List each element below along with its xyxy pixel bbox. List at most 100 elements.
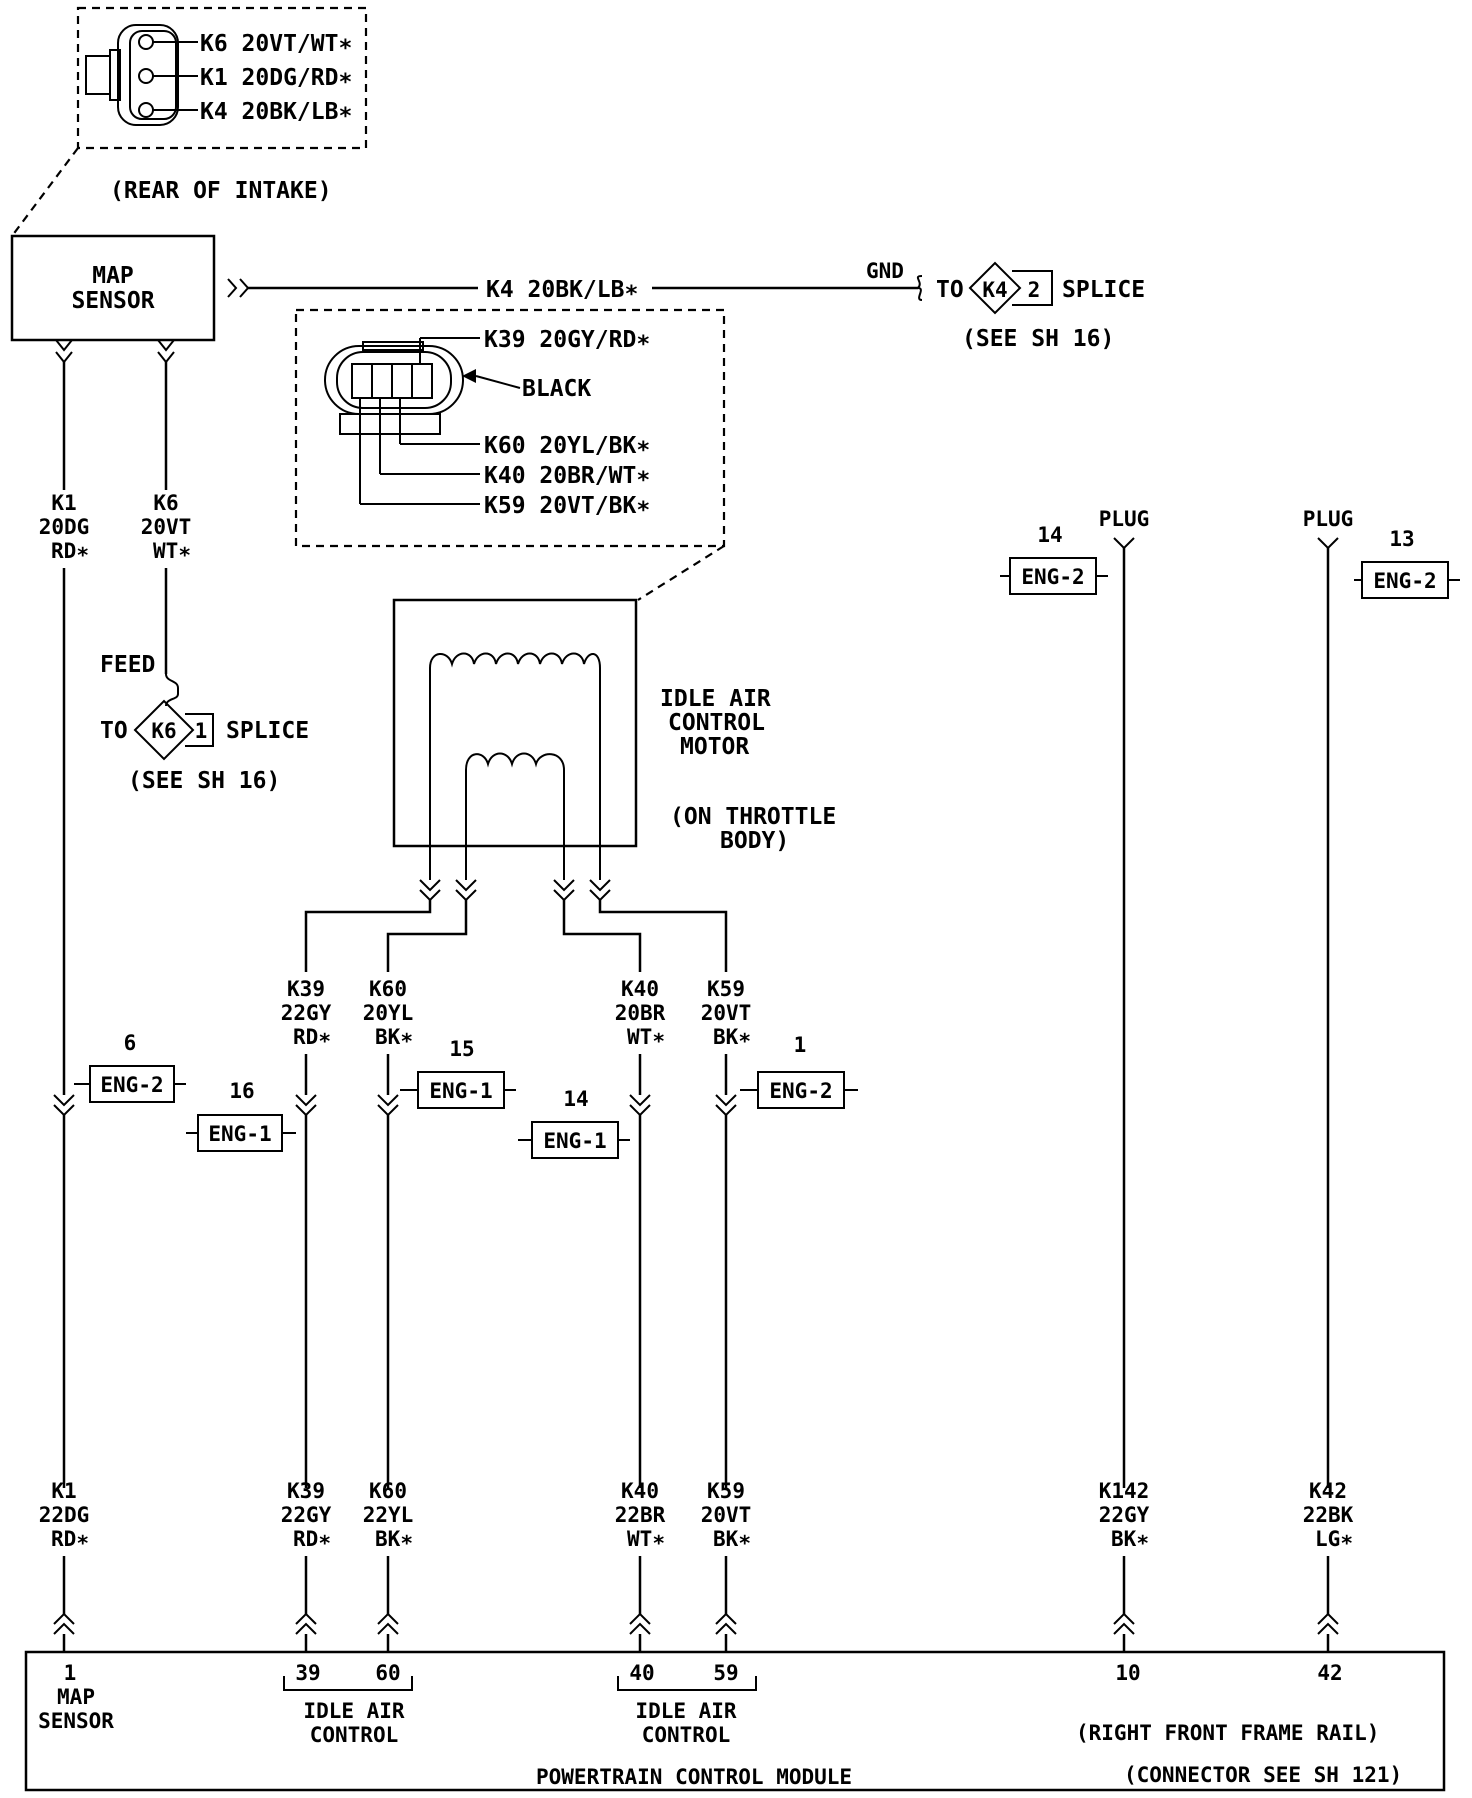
inline-connector-14-eng2: 14 ENG-2 [1000, 523, 1108, 595]
k59-lower-gauge: 20VT [701, 1503, 752, 1527]
k59-upper-gauge: 20VT [701, 1001, 752, 1025]
inline-connector-name: ENG-1 [208, 1122, 271, 1146]
inline-connector-name: ENG-1 [543, 1129, 606, 1153]
pcm-pin-60: 60 [375, 1661, 400, 1685]
map-sensor-label-2: SENSOR [71, 288, 154, 314]
pcm-wire-labels: K1 22DG RD∗ K39 22GY RD∗ K60 22YL BK∗ K4… [39, 1479, 1354, 1551]
k60-upper-gauge: 20YL [363, 1001, 414, 1025]
k40-lower-gauge: 22BR [615, 1503, 666, 1527]
feed-to-label: TO [100, 718, 128, 744]
pcm-location: (RIGHT FRONT FRAME RAIL) [1076, 1721, 1379, 1745]
k142-circuit: K142 [1099, 1479, 1150, 1503]
inline-connector-name: ENG-2 [769, 1079, 832, 1103]
map-pin-k6-label: K6 20VT/WT∗ [200, 31, 352, 57]
inline-connector-name: ENG-2 [100, 1073, 163, 1097]
k40-upper-gauge: 20BR [615, 1001, 666, 1025]
inline-connector-1-eng2: 1 ENG-2 [740, 1033, 858, 1109]
k39-lower-gauge: 22GY [281, 1503, 332, 1527]
ground-see-sheet: (SEE SH 16) [962, 326, 1114, 352]
k39-lower-color: RD∗ [293, 1527, 331, 1551]
inline-connector-15-eng1: 15 ENG-1 [400, 1037, 516, 1109]
pcm-pin-59: 59 [713, 1661, 738, 1685]
pcm-connector-note: (CONNECTOR SEE SH 121) [1124, 1763, 1402, 1787]
k6-upper-color: WT∗ [153, 539, 191, 563]
feed-splice-num: 1 [195, 719, 208, 743]
inline-connector-14-eng1: 14 ENG-1 [518, 1087, 630, 1159]
iac-pin-k59-label: K59 20VT/BK∗ [484, 493, 650, 519]
inline-connector-number: 16 [229, 1079, 254, 1103]
k40-upper-color: WT∗ [627, 1025, 665, 1049]
k39-upper-circuit: K39 [287, 977, 325, 1001]
k60-upper-circuit: K60 [369, 977, 407, 1001]
k142-gauge: 22GY [1099, 1503, 1150, 1527]
inline-connector-13-eng2: 13 ENG-2 [1354, 527, 1460, 599]
k59-lower-circuit: K59 [707, 1479, 745, 1503]
pcm-pin-42: 42 [1317, 1661, 1342, 1685]
iac-connector-color: BLACK [522, 376, 591, 402]
iac-motor-location-2: BODY) [720, 828, 789, 854]
feed-splice-id: K6 [151, 719, 176, 743]
iac-pin-k60-label: K60 20YL/BK∗ [484, 433, 650, 459]
inline-connector-number: 6 [124, 1031, 137, 1055]
map-pin-k1-label: K1 20DG/RD∗ [200, 65, 352, 91]
pcm-map-label-1: MAP [57, 1685, 95, 1709]
inline-connector-number: 14 [563, 1087, 588, 1111]
k42-circuit: K42 [1309, 1479, 1347, 1503]
iac-pin-k39-label: K39 20GY/RD∗ [484, 327, 650, 353]
k40-lower-circuit: K40 [621, 1479, 659, 1503]
powertrain-control-module: 1 39 60 40 59 10 42 MAP SENSOR IDLE AIR … [24, 1634, 1446, 1792]
feed-label: FEED [100, 652, 155, 678]
ground-splice-num: 2 [1028, 278, 1041, 302]
k6-upper-circuit: K6 [153, 491, 178, 515]
inline-connector-number: 14 [1037, 523, 1062, 547]
k39-lower-circuit: K39 [287, 1479, 325, 1503]
inline-connector-16-eng1: 16 ENG-1 [186, 1079, 296, 1152]
pcm-iac-group1-label-2: CONTROL [310, 1723, 399, 1747]
iac-motor-label-2: CONTROL [668, 710, 765, 736]
inline-connectors: 6 ENG-2 16 ENG-1 15 ENG-1 14 [53, 523, 1460, 1159]
k60-upper-color: BK∗ [375, 1025, 413, 1049]
k39-upper-gauge: 22GY [281, 1001, 332, 1025]
ground-splice-id: K4 [982, 278, 1007, 302]
k1-upper-circuit: K1 [51, 491, 76, 515]
k40-lower-color: WT∗ [627, 1527, 665, 1551]
iac-motor-label-1: IDLE AIR [660, 686, 771, 712]
map-connector-location: (REAR OF INTAKE) [110, 178, 332, 204]
pcm-entry-wires [53, 1556, 1339, 1635]
inline-connector-number: 15 [449, 1037, 474, 1061]
inline-connector-name: ENG-2 [1021, 565, 1084, 589]
pcm-iac-group2-label-1: IDLE AIR [635, 1699, 737, 1723]
ground-wire-label: K4 20BK/LB∗ [486, 277, 638, 303]
ground-wire-k4: K4 20BK/LB∗ GND TO K4 2 SPLICE (SEE SH 1… [227, 259, 1145, 352]
pcm-iac-group1-label-1: IDLE AIR [303, 1699, 405, 1723]
iac-motor-location-1: (ON THROTTLE [670, 804, 836, 830]
k42-color: LG∗ [1315, 1527, 1353, 1551]
iac-motor-label-3: MOTOR [680, 734, 749, 760]
inline-connector-name: ENG-1 [429, 1079, 492, 1103]
k42-gauge: 22BK [1303, 1503, 1354, 1527]
k60-lower-circuit: K60 [369, 1479, 407, 1503]
k1-lower-gauge: 22DG [39, 1503, 90, 1527]
inline-connector-number: 1 [794, 1033, 807, 1057]
iac-motor: IDLE AIR CONTROL MOTOR (ON THROTTLE BODY… [392, 598, 836, 880]
iac-upper-wire-labels: K39 22GY RD∗ K60 20YL BK∗ K40 20BR WT∗ K… [281, 977, 752, 1049]
k60-lower-gauge: 22YL [363, 1503, 414, 1527]
iac-motor-leads [304, 879, 728, 972]
k59-upper-circuit: K59 [707, 977, 745, 1001]
plug-label-1: PLUG [1099, 507, 1150, 531]
iac-pin-k40-label: K40 20BR/WT∗ [484, 463, 650, 489]
lower-wires [62, 1115, 728, 1488]
iac-connector-detail: K39 20GY/RD∗ BLACK K60 20YL/BK∗ K40 20BR… [294, 308, 726, 601]
k1-lower-circuit: K1 [51, 1479, 76, 1503]
pcm-iac-group2-label-2: CONTROL [642, 1723, 731, 1747]
pcm-pin-39: 39 [295, 1661, 320, 1685]
pcm-pin-40: 40 [629, 1661, 654, 1685]
k39-upper-color: RD∗ [293, 1025, 331, 1049]
ground-gnd-label: GND [866, 259, 904, 283]
inline-connector-6-eng2: 6 ENG-2 [74, 1031, 186, 1103]
map-sensor-label-1: MAP [92, 263, 134, 289]
feed-splice-word: SPLICE [226, 718, 309, 744]
k142-color: BK∗ [1111, 1527, 1149, 1551]
k6-upper-gauge: 20VT [141, 515, 192, 539]
